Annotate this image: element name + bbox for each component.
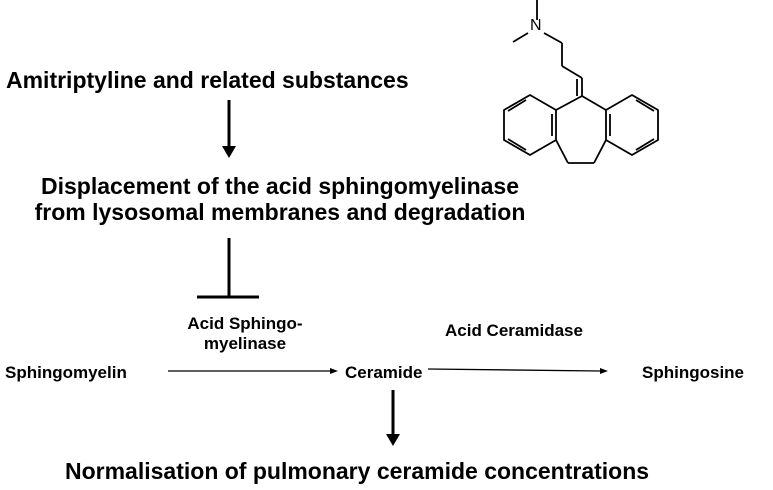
enzyme-acid-ceramidase: Acid Ceramidase [445, 321, 583, 340]
enzyme1-line-1: Acid Sphingo- [187, 314, 303, 333]
arrow-sphingomyelin-to-ceramide [168, 368, 338, 374]
arrow-drug-to-mechanism [222, 100, 236, 158]
molecule-nitrogen-label: N [530, 17, 542, 34]
mechanism-line-2: from lysosomal membranes and degradation [34, 199, 526, 226]
arrow-ceramide-to-sphingosine [427, 368, 608, 374]
mechanism-text: Displacement of the acid sphingomyelinas… [0, 173, 560, 226]
amitriptyline-structure [503, 0, 659, 164]
label-sphingomyelin: Sphingomyelin [5, 363, 127, 382]
outcome-text: Normalisation of pulmonary ceramide conc… [65, 458, 650, 484]
mechanism-line-1: Displacement of the acid sphingomyelinas… [40, 173, 519, 199]
label-ceramide: Ceramide [345, 363, 423, 382]
arrow-ceramide-to-outcome [386, 390, 400, 446]
label-sphingosine: Sphingosine [642, 363, 744, 382]
inhibition-bar [197, 238, 259, 299]
enzyme-acid-sphingomyelinase: Acid Sphingo- myelinase [160, 314, 330, 353]
drug-title: Amitriptyline and related substances [6, 67, 409, 93]
enzyme1-line-2: myelinase [203, 333, 287, 353]
